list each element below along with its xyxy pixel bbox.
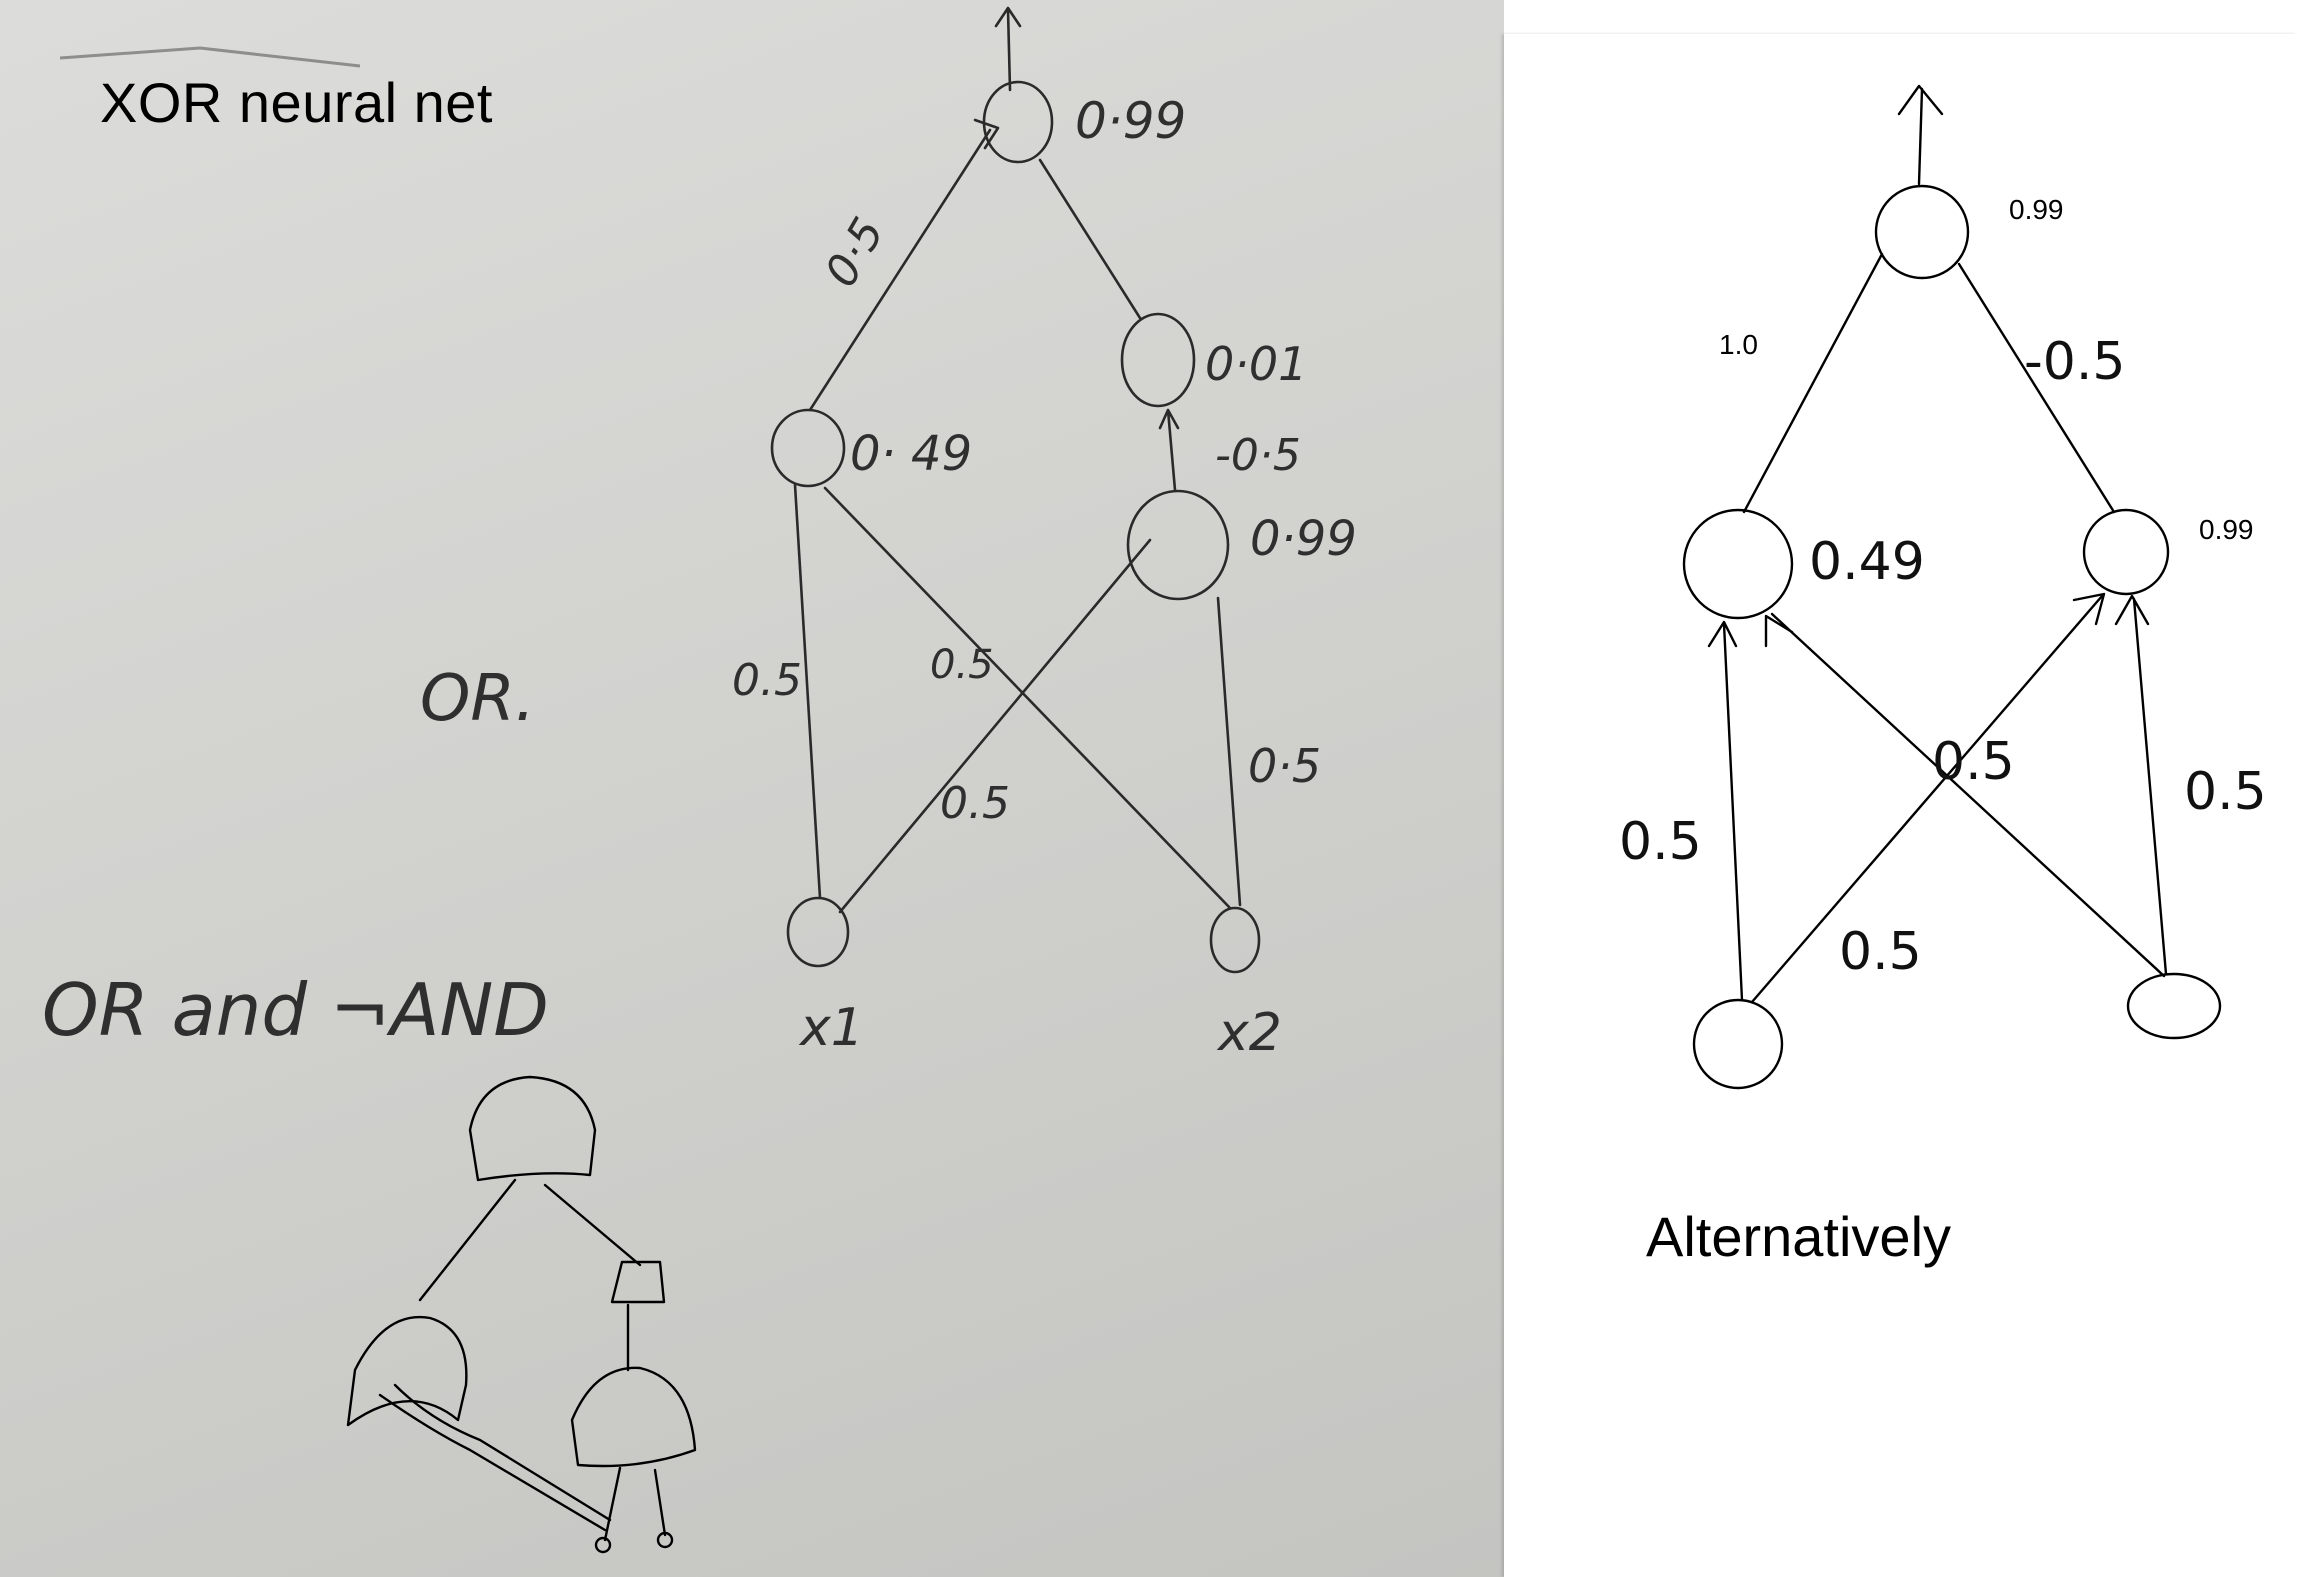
alt-hidden-left-activation-label: 0.49 [1809, 532, 1925, 592]
alt-edge-in-right-hidden-right [2114, 594, 2168, 976]
alt-output-activation-label: 0.99 [2009, 194, 2064, 225]
marker-smudge [59, 46, 361, 68]
alt-edge-in-right-hidden-left [1764, 612, 2166, 978]
edge-right-to-upper-right [1158, 408, 1180, 492]
edge-x2-hidden-right [1216, 596, 1242, 907]
weight-x1-right-label: 0.5 [940, 778, 1010, 829]
output-arrow [994, 6, 1022, 92]
alt-edge-in-left-hidden-left [1707, 620, 1744, 1002]
hidden-right-node [1126, 489, 1230, 601]
alt-hidden-right-activation-label: 0.99 [2199, 514, 2254, 545]
weight-x1-left-label: 0.5 [732, 655, 802, 706]
alternative-drawing: 0.99 0.49 0.99 1.0 -0.5 0.5 0.5 0.5 0.5 [1619, 84, 2267, 1090]
alt-edge-output-hidden-left [1742, 252, 1884, 514]
hidden-left-activation-label: 0· 49 [850, 426, 972, 482]
whiteboard-drawing: 0·99 0· 49 0·01 0·99 0·5 -0·5 0.5 0.5 0.… [42, 6, 1357, 1554]
input-x1-label: x1 [798, 998, 864, 1058]
alt-weight-left-1-label: 0.5 [1619, 812, 1702, 872]
alt-hidden-right-node [2082, 508, 2170, 596]
alt-input-right-node [2126, 972, 2222, 1040]
input-x2-node [1209, 906, 1261, 974]
alternative-caption: Alternatively [1646, 1205, 1952, 1268]
output-node [982, 80, 1054, 164]
or-and-not-and-label: OR and ¬AND [42, 968, 549, 1052]
or-label: OR. [420, 662, 535, 736]
alt-input-left-node [1692, 998, 1784, 1090]
alt-edge-in-left-hidden-right [1750, 592, 2106, 1004]
output-activation-label: 0·99 [1075, 92, 1186, 150]
edge-x2-hidden-left [823, 486, 1232, 910]
alt-output-arrow [1897, 84, 1944, 186]
weight-x2-left-label: 0.5 [930, 642, 994, 688]
hidden-upper-right-activation-label: 0·01 [1205, 337, 1307, 391]
hidden-right-activation-label: 0·99 [1250, 511, 1357, 567]
edge-x1-hidden-left [793, 483, 822, 900]
input-x2-label: x2 [1216, 1003, 1282, 1063]
alt-weight-right-1-label: 0.5 [1932, 732, 2015, 792]
edge-x1-hidden-right [838, 538, 1152, 914]
weight-x2-right-label: 0·5 [1248, 739, 1321, 793]
alt-weight-right-2-label: 0.5 [2184, 762, 2267, 822]
page-title: XOR neural net [100, 71, 493, 134]
whiteboard-photo: 0·99 0· 49 0·01 0·99 0·5 -0·5 0.5 0.5 0.… [0, 0, 1504, 1577]
hidden-upper-right-node [1120, 312, 1196, 408]
alt-hidden-left-node [1682, 508, 1794, 620]
edge-upper-right-output [1038, 158, 1142, 320]
edge-arrowhead [973, 118, 1000, 150]
hidden-left-node [770, 408, 846, 488]
alt-right-weight-label: -0.5 [2024, 332, 2125, 392]
alt-output-node [1874, 184, 1970, 280]
output-weight-left-label: 0·5 [815, 209, 894, 295]
alt-edge-output-hidden-right [1957, 262, 2116, 514]
alternative-diagram-panel: 0.99 0.49 0.99 1.0 -0.5 0.5 0.5 0.5 0.5 … [1504, 34, 2297, 1577]
logic-gate-sketch [346, 1075, 697, 1554]
hidden-upper-right-weight-label: -0·5 [1215, 430, 1301, 481]
edge-hidden-left-output [808, 128, 992, 412]
input-x1-node [786, 896, 850, 968]
alt-weight-left-2-label: 0.5 [1839, 922, 1922, 982]
alt-left-weight-label: 1.0 [1719, 329, 1758, 360]
